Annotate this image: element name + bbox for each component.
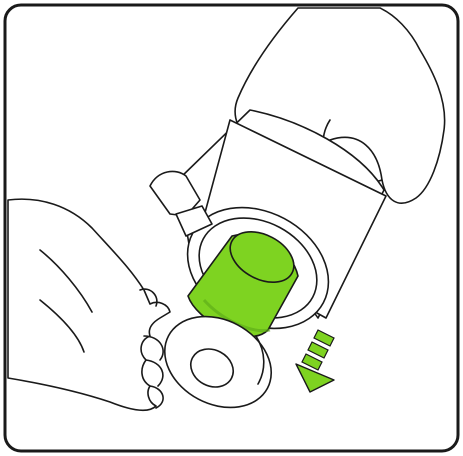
- instruction-illustration: [0, 0, 463, 456]
- illustration-canvas: [0, 0, 463, 456]
